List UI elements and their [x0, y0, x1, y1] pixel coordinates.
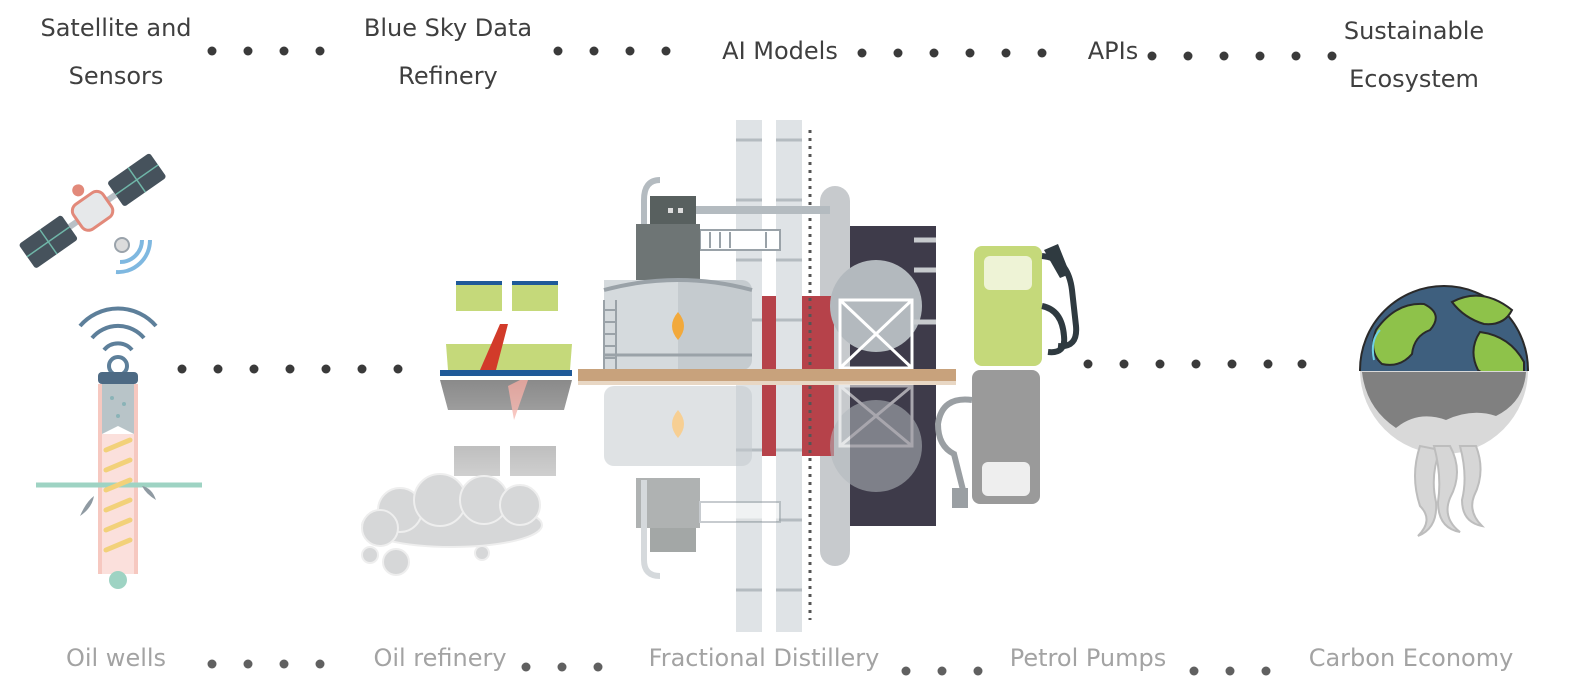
connector-dots-mid-right	[1083, 359, 1307, 369]
oil-refinery-icon	[361, 281, 572, 576]
connector-dots-top-1	[207, 46, 325, 56]
label-carbon-economy: Carbon Economy	[1308, 644, 1514, 672]
label-sustainable-line1: Sustainable	[1343, 17, 1485, 45]
petrol-pump-icon	[934, 244, 1080, 508]
connector-dots-top-4	[1147, 51, 1337, 61]
fractional-distillery-icon	[578, 120, 956, 632]
oil-well-icon	[36, 306, 202, 589]
label-sustainable-line2: Ecosystem	[1349, 65, 1479, 93]
label-satellite-line1: Satellite and	[40, 14, 192, 42]
label-fractional-distillery: Fractional Distillery	[648, 644, 880, 672]
label-apis-line1: APIs	[1087, 37, 1139, 65]
label-oil-wells: Oil wells	[65, 644, 167, 672]
label-ai-line1: AI Models	[722, 37, 838, 65]
label-blue-sky-refinery: Blue Sky Data Refinery	[364, 4, 532, 100]
label-satellite-line2: Sensors	[68, 62, 164, 90]
label-petrol-pumps: Petrol Pumps	[1009, 644, 1167, 672]
earth-icon	[1359, 285, 1529, 537]
connector-dots-mid-left	[177, 364, 403, 374]
label-apis: APIs	[1088, 27, 1138, 75]
satellite-icon	[19, 153, 166, 275]
label-ai-models: AI Models	[722, 27, 838, 75]
connector-dots-top-3	[857, 48, 1047, 58]
label-sustainable-ecosystem: Sustainable Ecosystem	[1344, 7, 1484, 103]
label-bluesky-line2: Refinery	[398, 62, 498, 90]
label-oil-refinery: Oil refinery	[373, 644, 507, 672]
connector-dots-top-2	[553, 46, 671, 56]
label-satellite-sensors: Satellite and Sensors	[40, 4, 191, 100]
connector-dots-bottom	[207, 659, 1271, 676]
label-bluesky-line1: Blue Sky Data	[363, 14, 533, 42]
